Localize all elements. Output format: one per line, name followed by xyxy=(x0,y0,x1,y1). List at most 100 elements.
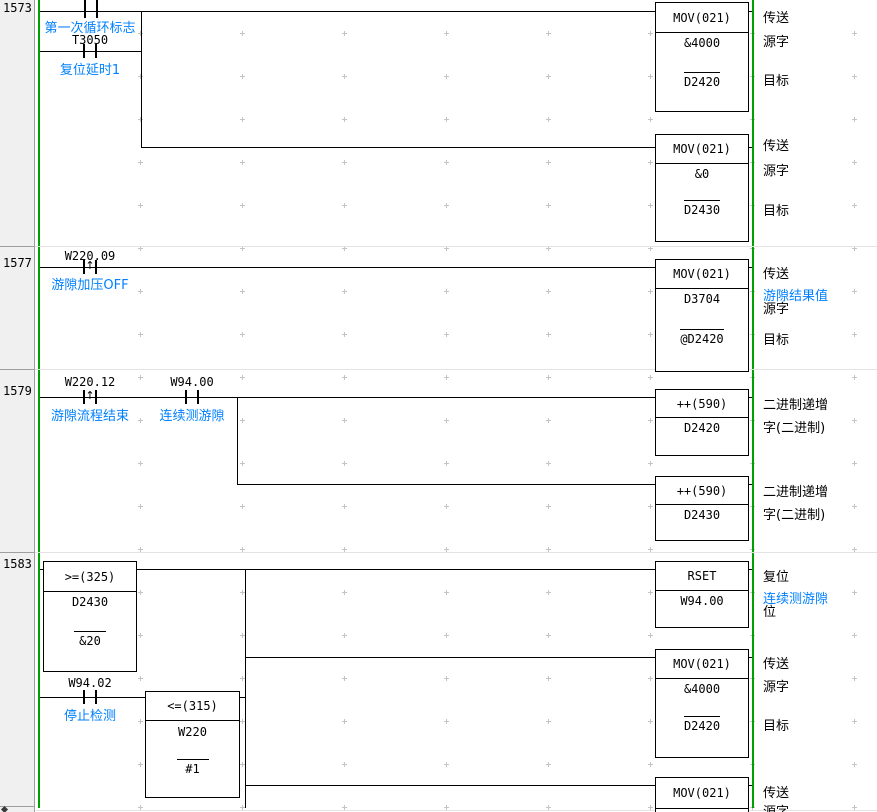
grid-dot xyxy=(546,676,551,681)
grid-dot xyxy=(648,719,653,724)
contact-leg xyxy=(83,44,85,58)
grid-dot xyxy=(444,547,449,552)
rung-divider xyxy=(0,246,877,247)
instruction-label: 传送 xyxy=(763,11,790,26)
wire xyxy=(40,697,245,698)
wire xyxy=(748,267,753,268)
instruction-block-mov[interactable]: MOV(021) D3704 @D2420 xyxy=(655,259,749,372)
grid-dot xyxy=(138,203,143,208)
grid-dot xyxy=(444,719,449,724)
rung-number[interactable]: 1579 xyxy=(3,384,32,398)
wire-branch xyxy=(141,11,142,148)
instruction-label: 复位 xyxy=(763,570,790,585)
grid-dot xyxy=(444,289,449,294)
wire xyxy=(748,11,753,12)
rung-divider xyxy=(0,552,877,553)
grid-dot xyxy=(546,289,551,294)
grid-dot xyxy=(138,418,143,423)
contact-comment: 复位延时1 xyxy=(59,63,121,78)
instruction-operand: D2430 xyxy=(683,200,721,217)
grid-dot xyxy=(648,590,653,595)
instruction-label: 二进制递增 xyxy=(763,398,829,413)
instruction-label: 传送 xyxy=(763,139,790,154)
instruction-block-mov[interactable]: MOV(021) &0 D2430 xyxy=(655,134,749,242)
instruction-block-increment[interactable]: ++(590) D2430 xyxy=(655,476,749,541)
grid-dot xyxy=(444,74,449,79)
wire xyxy=(40,51,141,52)
grid-dot xyxy=(444,246,449,251)
grid-dot xyxy=(240,74,245,79)
grid-dot xyxy=(138,31,143,36)
instruction-operand: D3704 xyxy=(683,292,721,306)
grid-dot xyxy=(546,461,551,466)
grid-dot xyxy=(648,547,653,552)
contact-leg xyxy=(185,390,187,404)
wire xyxy=(245,785,655,786)
instruction-block-mov[interactable]: MOV(021) &4000 D2420 xyxy=(655,2,749,112)
grid-dot xyxy=(240,246,245,251)
grid-dot xyxy=(444,504,449,509)
grid-dot xyxy=(648,31,653,36)
instruction-mnemonic: MOV(021) xyxy=(656,135,748,164)
grid-dot xyxy=(852,762,857,767)
instruction-block-mov[interactable]: MOV(021) xyxy=(655,777,749,812)
rung-number[interactable]: 1577 xyxy=(3,256,32,270)
instruction-mnemonic: ++(590) xyxy=(656,477,748,505)
grid-dot xyxy=(342,762,347,767)
grid-dot xyxy=(852,676,857,681)
rung-number[interactable]: 1583 xyxy=(3,557,32,571)
grid-dot xyxy=(546,31,551,36)
operand-label: 源字 xyxy=(763,302,790,317)
wire xyxy=(237,484,655,485)
instruction-label: 传送 xyxy=(763,657,790,672)
instruction-operand: D2420 xyxy=(683,72,721,89)
grid-dot xyxy=(546,719,551,724)
comparison-block-ge[interactable]: >=(325) D2430 &20 xyxy=(43,561,137,672)
operand-label: 源字 xyxy=(763,164,790,179)
comparison-block-le[interactable]: <=(315) W220 #1 xyxy=(145,691,240,798)
grid-dot xyxy=(852,289,857,294)
instruction-block-mov[interactable]: MOV(021) &4000 D2420 xyxy=(655,649,749,758)
rung-number[interactable]: 1573 xyxy=(3,1,32,15)
grid-dot xyxy=(546,633,551,638)
grid-dot xyxy=(342,418,347,423)
instruction-operand: W220 xyxy=(178,725,207,739)
grid-dot xyxy=(342,590,347,595)
instruction-mnemonic: ++(590) xyxy=(656,390,748,418)
instruction-block-rset[interactable]: RSET W94.00 xyxy=(655,561,749,628)
grid-dot xyxy=(852,504,857,509)
grid-dot xyxy=(444,375,449,380)
wire xyxy=(40,267,655,268)
grid-dot xyxy=(240,504,245,509)
grid-dot xyxy=(444,160,449,165)
grid-dot xyxy=(546,805,551,810)
grid-dot xyxy=(342,805,347,810)
contact-leg xyxy=(95,690,97,704)
contact-leg xyxy=(83,260,85,274)
operand-label: 源字 xyxy=(763,35,790,50)
instruction-operand: @D2420 xyxy=(680,329,724,346)
grid-dot xyxy=(240,547,245,552)
grid-dot xyxy=(138,375,143,380)
grid-dot xyxy=(342,461,347,466)
wire xyxy=(40,11,655,12)
grid-dot xyxy=(648,332,653,337)
grid-dot xyxy=(648,461,653,466)
grid-dot xyxy=(852,590,857,595)
wire xyxy=(245,657,655,658)
grid-dot xyxy=(546,160,551,165)
contact-comment: 连续测游隙 xyxy=(159,409,225,424)
instruction-block-increment[interactable]: ++(590) D2420 xyxy=(655,389,749,456)
instruction-operand: D2420 xyxy=(683,421,721,435)
operand-label: 目标 xyxy=(763,719,790,734)
grid-dot xyxy=(444,31,449,36)
instruction-operand: &4000 xyxy=(683,36,721,50)
instruction-mnemonic: RSET xyxy=(656,562,748,591)
contact-leg xyxy=(83,690,85,704)
grid-dot xyxy=(138,74,143,79)
grid-dot xyxy=(852,246,857,251)
grid-dot xyxy=(342,117,347,122)
grid-dot xyxy=(138,289,143,294)
grid-dot xyxy=(546,375,551,380)
